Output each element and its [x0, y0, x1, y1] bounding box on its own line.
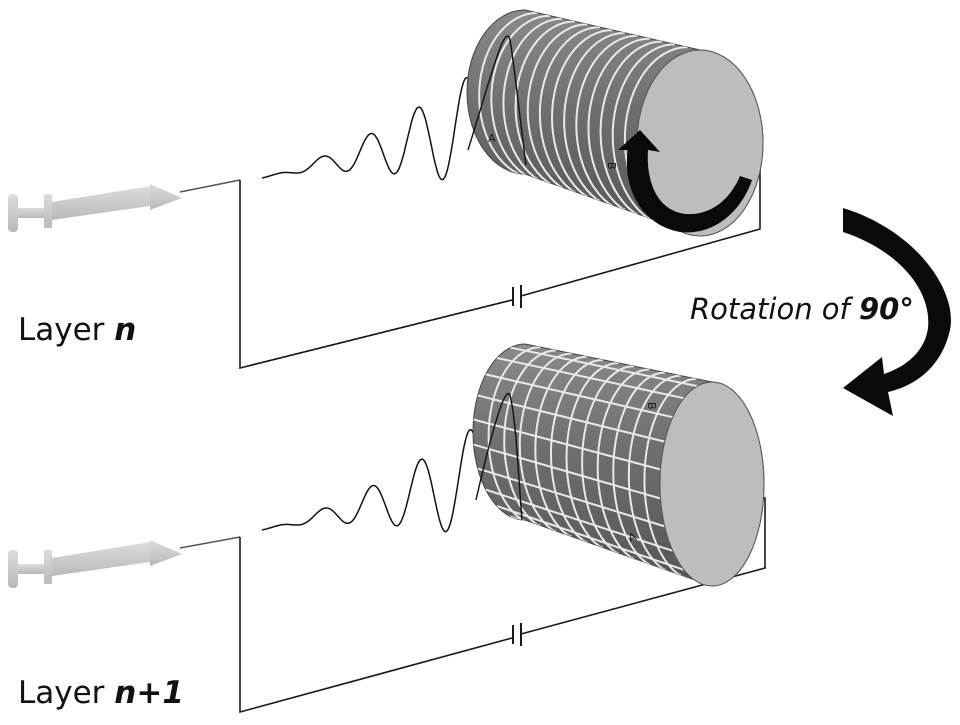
drum-top-grooves [478, 11, 688, 233]
drum-bottom-mark-a: A [627, 530, 639, 545]
rotation-angle: 90° [858, 292, 914, 326]
drum-bottom-ring [549, 358, 603, 549]
fiber-jet-top [261, 76, 479, 181]
drum-top-groove [478, 11, 538, 180]
layer-n1-prefix: Layer [18, 675, 115, 711]
battery-bottom [512, 623, 522, 646]
fiber-loop-bottom [475, 392, 523, 521]
needle-top [179, 179, 241, 193]
drum-bottom-line [473, 418, 661, 471]
drum-bottom-ring [565, 362, 619, 554]
drum-bottom-line [496, 505, 685, 571]
drum-bottom-line [510, 346, 698, 388]
drum-bottom-ring [643, 377, 697, 582]
needle-bottom [179, 536, 241, 549]
drum-bottom-line [485, 373, 673, 419]
layer-n-setup: A B [8, 9, 764, 370]
drum-bottom-line [477, 394, 665, 443]
syringe-bottom [8, 540, 182, 588]
syringe-tip [150, 184, 182, 210]
syringe-flange [44, 550, 52, 584]
drum-bottom-line [496, 356, 685, 400]
layer-n-prefix: Layer [18, 312, 115, 348]
drum-bottom-ring [487, 346, 541, 527]
spin-arrow-icon [618, 130, 752, 233]
layer-n1-variable: n+1 [114, 675, 184, 711]
battery-top [512, 285, 522, 308]
layer-n-label: Layer n [18, 312, 136, 348]
syringe-plunger-head [8, 550, 18, 588]
fiber-jet-bottom [261, 428, 483, 533]
drum-bottom-ring [627, 374, 681, 576]
syringe-flange [44, 194, 52, 228]
drum-bottom-mark-b: B [645, 402, 658, 410]
fiber-loop-top [467, 35, 527, 166]
drum-top-groove [490, 14, 551, 184]
drum-bottom-ring [581, 365, 635, 560]
drum-bottom-face [659, 381, 765, 587]
syringe-plunger-rod [18, 564, 44, 574]
layer-n-variable: n [114, 312, 137, 348]
drum-bottom-ring [503, 349, 557, 532]
drum-bottom-ring [596, 368, 650, 565]
drum-bottom-grid [473, 346, 698, 583]
drum-bottom-line [477, 467, 665, 528]
drum-top-mark-b: B [605, 162, 618, 170]
layer-n1-label: Layer n+1 [18, 675, 184, 711]
syringe-plunger-head [8, 194, 18, 232]
drum-bottom-ring [518, 352, 572, 538]
drum-collector-top: A B [466, 9, 764, 237]
drum-collector-bottom: B A [472, 343, 765, 587]
rotation-label: Rotation of 90° [690, 292, 914, 326]
rotation-arrow-icon [843, 208, 951, 416]
rotation-prefix: Rotation of [690, 292, 859, 326]
drum-bottom-line [473, 443, 661, 500]
syringe-barrel [52, 186, 150, 220]
drum-top-mark-a: A [488, 132, 496, 145]
syringe-top [8, 184, 182, 232]
syringe-tip [150, 540, 182, 566]
layer-n1-setup: B A [8, 343, 766, 714]
drum-bottom-line [485, 488, 674, 552]
drum-bottom-ring [534, 355, 588, 543]
syringe-plunger-rod [18, 208, 44, 218]
drum-bottom-ring [612, 371, 666, 571]
syringe-barrel [52, 542, 150, 576]
